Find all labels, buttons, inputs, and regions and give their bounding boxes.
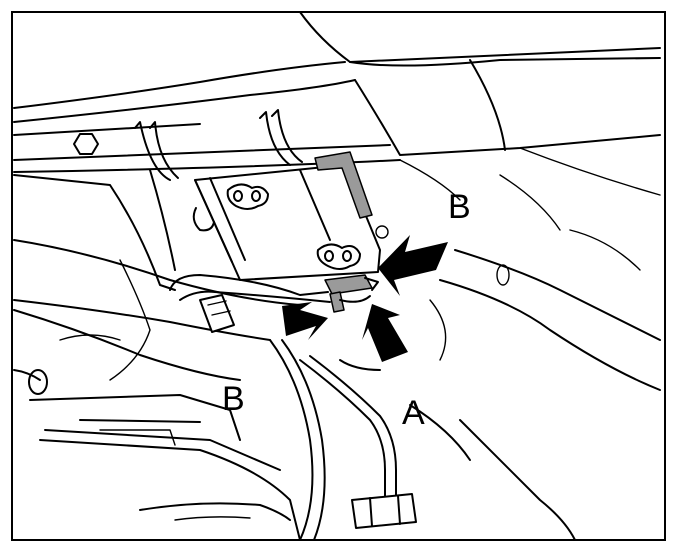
diagram-border xyxy=(11,11,666,541)
bracket-tab-upper xyxy=(314,151,373,219)
label-b-upper: B xyxy=(448,188,471,226)
harness-connector-lower xyxy=(351,493,417,529)
mounting-bracket xyxy=(134,109,389,281)
vehicle-body-panels xyxy=(13,11,661,391)
callout-arrow-left-icon xyxy=(282,302,328,340)
connector-clip xyxy=(324,274,379,313)
callout-arrow-down xyxy=(362,304,408,362)
callout-arrow-right-icon xyxy=(378,235,448,296)
screw-icon xyxy=(375,225,389,239)
label-a: A xyxy=(402,394,425,432)
callout-arrow-left xyxy=(282,302,328,340)
lower-body-panel xyxy=(13,359,381,541)
bracket-hole-upper xyxy=(226,183,269,210)
bracket-hole-lower xyxy=(316,243,361,270)
hex-bolt-icon xyxy=(73,133,99,155)
callout-arrow-down-icon xyxy=(362,304,408,362)
wiring-harness xyxy=(13,239,576,541)
label-b-lower: B xyxy=(222,380,245,418)
callout-arrow-right xyxy=(378,235,448,296)
